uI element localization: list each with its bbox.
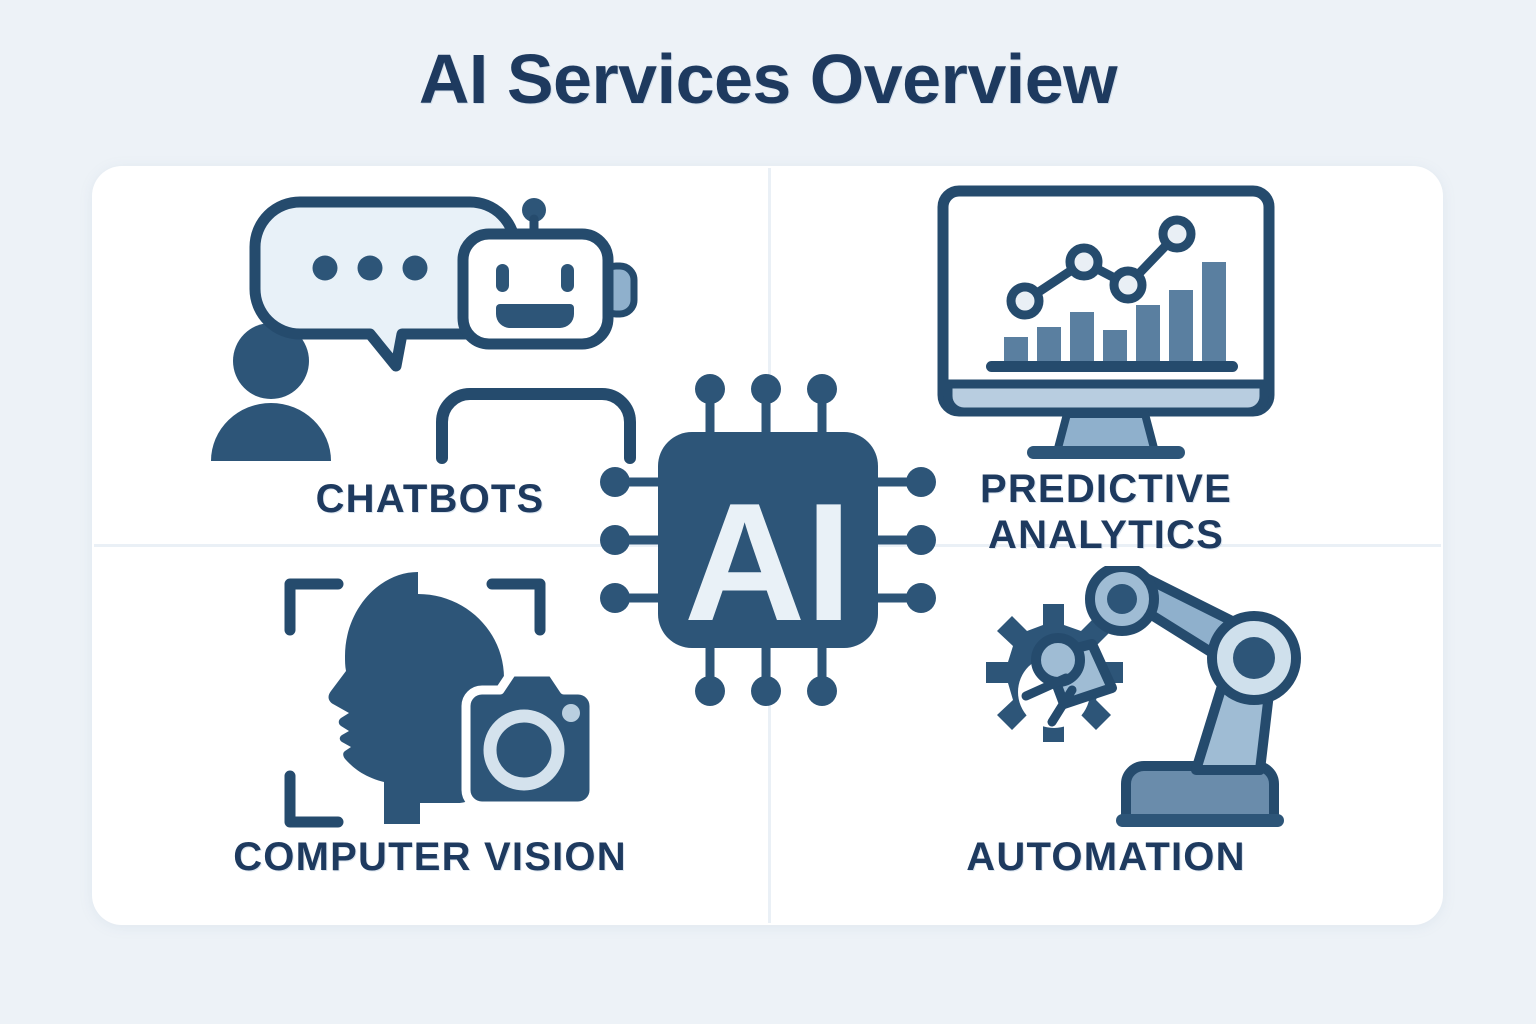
quadrant-computer-vision[interactable]: COMPUTER VISION <box>92 546 768 925</box>
computer-vision-art <box>92 568 768 838</box>
quadrant-label-computer-vision: COMPUTER VISION <box>92 834 768 880</box>
camera-icon <box>461 667 599 811</box>
head-profile-silhouette-icon <box>328 572 504 824</box>
trend-line-icon <box>1006 215 1196 320</box>
quadrant-label-predictive-analytics: PREDICTIVE ANALYTICS <box>768 466 1444 559</box>
robot-body-icon <box>436 388 636 464</box>
person-silhouette-icon <box>211 323 331 461</box>
gripper-icon <box>1021 673 1077 727</box>
robot-head-icon <box>457 198 638 350</box>
predictive-analytics-monitor-icon <box>937 185 1275 459</box>
quadrant-predictive-analytics[interactable]: PREDICTIVE ANALYTICS <box>768 166 1444 557</box>
speech-bubble-icon <box>249 196 521 372</box>
focus-brackets-icon <box>284 578 546 828</box>
automation-art <box>768 566 1444 838</box>
bar-chart-icon <box>986 262 1238 372</box>
label-line: ANALYTICS <box>987 513 1224 558</box>
page-title: AI Services Overview <box>418 40 1118 118</box>
label-line: PREDICTIVE <box>979 467 1233 511</box>
analytics-art <box>768 184 1444 464</box>
label-line: CHATBOTS <box>315 477 545 521</box>
services-card: CHATBOTS <box>92 166 1443 925</box>
label-line: AUTOMATION <box>966 835 1246 879</box>
quadrant-label-chatbots: CHATBOTS <box>92 476 768 522</box>
automation-robot-arm-icon <box>986 566 1301 827</box>
chatbot-conversation-icon <box>211 196 638 464</box>
quadrant-label-automation: AUTOMATION <box>768 834 1444 880</box>
label-line: COMPUTER VISION <box>233 835 627 879</box>
computer-vision-icon <box>284 572 599 828</box>
chatbot-art <box>92 186 768 466</box>
quadrant-chatbots[interactable]: CHATBOTS <box>92 166 768 545</box>
robotic-arm-icon <box>1021 566 1301 827</box>
quadrant-automation[interactable]: AUTOMATION <box>768 546 1444 925</box>
